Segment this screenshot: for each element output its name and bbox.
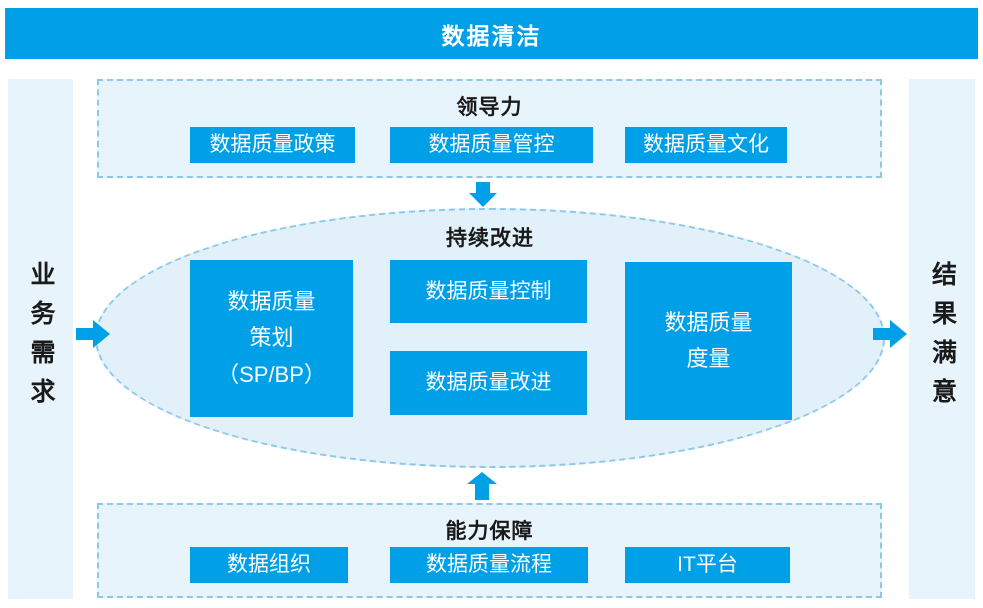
box-data-quality-improvement: 数据质量改进 [390,351,587,415]
box-data-quality-process: 数据质量流程 [390,547,588,583]
box-data-quality-planning: 数据质量 策划 （SP/BP） [190,260,353,417]
box-label: 数据组织 [227,553,311,577]
up-arrow-icon [467,472,497,500]
box-label: 数据质量控制 [425,279,552,303]
box-label-line: 数据质量 [227,289,316,315]
down-arrow-icon [469,182,497,207]
capability-title: 能力保障 [445,520,534,543]
box-label: 数据质量改进 [425,371,552,395]
box-data-quality-measurement: 数据质量 度量 [625,262,792,420]
box-label: 数据质量文化 [643,133,769,157]
box-label: 数据质量管控 [428,133,555,157]
box-label-line: 策划 [249,325,294,351]
box-label-line: 数据质量 [664,309,753,335]
box-data-quality-governance: 数据质量管控 [390,127,593,163]
box-label: 数据质量政策 [209,133,336,157]
box-label-line: （SP/BP） [217,361,326,387]
continuous-improvement-title: 持续改进 [446,227,534,250]
banner-data-cleaning: 数据清洁 [5,8,978,59]
box-label-line: 度量 [686,346,731,371]
box-data-quality-control: 数据质量控制 [390,260,587,323]
satisfactory-results-label: 结果满意 [928,261,957,417]
right-arrow-in-icon [76,320,110,348]
right-arrow-out-icon [873,320,907,348]
banner-title: 数据清洁 [441,22,542,49]
box-it-platform: IT平台 [625,547,790,583]
business-needs-bar: 业务需求 [8,79,73,599]
box-data-quality-policy: 数据质量政策 [190,127,355,163]
box-data-organization: 数据组织 [190,547,348,583]
box-label: IT平台 [677,553,738,577]
box-data-quality-culture: 数据质量文化 [625,127,787,163]
satisfactory-results-bar: 结果满意 [909,79,975,599]
leadership-title: 领导力 [456,96,523,119]
business-needs-label: 业务需求 [27,261,55,417]
box-label: 数据质量流程 [426,553,552,577]
